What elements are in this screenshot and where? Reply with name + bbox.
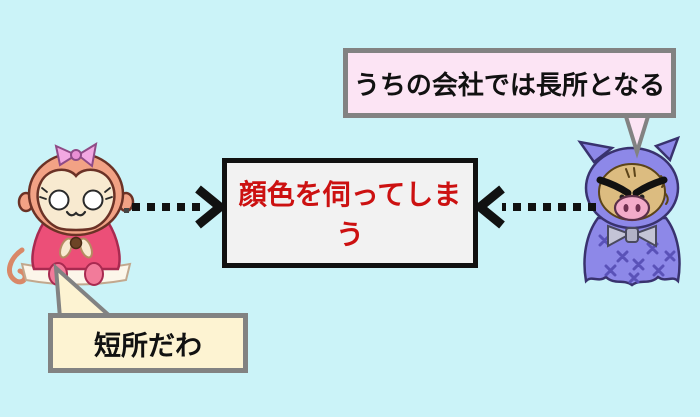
boar-eyebrow: [632, 176, 668, 197]
monkey-face: [36, 168, 116, 232]
boar-nostril: [635, 204, 641, 212]
boar-ear: [577, 140, 615, 164]
bottom-bubble-tail: [53, 263, 118, 320]
monkey-bow: [54, 144, 79, 167]
boar-bowtie-knot: [625, 227, 639, 243]
monkey-bow: [76, 142, 98, 168]
boar-bowtie: [607, 224, 633, 248]
monkey-mouth: [65, 210, 87, 217]
speech-bubble-boar: うちの会社では長所となる: [343, 48, 676, 118]
speech-bubble-monkey: 短所だわ: [48, 313, 248, 373]
right-arrowhead-icon: [472, 185, 505, 229]
boar-character-icon: [577, 136, 681, 287]
boar-snout: [613, 194, 651, 222]
monkey-character-icon: [6, 142, 135, 286]
monkey-foot: [84, 262, 104, 286]
monkey-eyelashes: [39, 187, 113, 200]
speech-bubble-monkey-text: 短所だわ: [94, 330, 202, 361]
speech-bubble-boar-text: うちの会社では長所となる: [353, 69, 666, 100]
monkey-button: [69, 236, 83, 250]
boar-bowtie: [631, 224, 657, 248]
monkey-ribbon: [79, 237, 93, 259]
left-arrowhead-icon: [195, 185, 228, 229]
boar-nostril: [623, 204, 629, 212]
center-concept-text: 顔色を伺ってしまう: [238, 179, 462, 250]
monkey-ribbon: [59, 237, 73, 259]
boar-cloak-pattern: [598, 234, 676, 284]
monkey-eye: [82, 189, 104, 211]
center-concept-box: 顔色を伺ってしまう: [222, 158, 478, 268]
boar-eyebrow: [596, 176, 632, 197]
monkey-bow-knot: [70, 149, 82, 161]
monkey-earring: [124, 208, 129, 213]
monkey-eye: [48, 189, 70, 211]
boar-ear: [653, 136, 681, 163]
boar-sweat-marks: [625, 167, 669, 205]
